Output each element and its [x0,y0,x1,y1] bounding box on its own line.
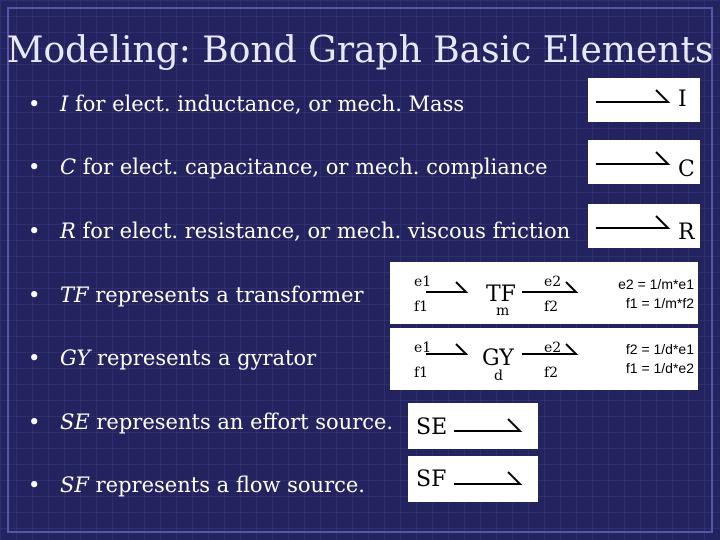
effort-out-label: e2 [544,340,562,356]
effort-in-label: e1 [414,340,432,356]
effort-out-label: e2 [544,274,562,290]
transformer-element-box: e1 f1 TF m e2 f2 e2 = 1/m*e1 f1 = 1/m*f2 [390,262,698,324]
bullet-text: represents a transformer [88,283,364,307]
modulus-label: m [496,303,510,319]
bullet-flow-source: •SF represents a flow source. [28,473,365,497]
element-label: TF [486,282,516,307]
bullet-symbol: I [60,92,69,116]
flow-out-label: f2 [544,299,559,315]
gyrator-element-box: e1 f1 GY d e2 f2 f2 = 1/d*e1 f1 = 1/d*e2 [390,328,698,390]
bullet-inertia: •I for elect. inductance, or mech. Mass [28,92,465,116]
equation-line: f2 = 1/d*e1 [625,341,694,357]
element-label: C [678,157,695,182]
resistance-element-box: R [588,204,700,248]
element-label: GY [482,346,514,371]
bullet-text: for elect. inductance, or mech. Mass [68,92,465,116]
bond-arrow-icon [454,471,523,485]
element-label: I [678,87,687,112]
flow-out-label: f2 [544,365,559,381]
bullet-capacitance: •C for elect. capacitance, or mech. comp… [28,155,548,179]
transformer-equations: e2 = 1/m*e1 f1 = 1/m*f2 [606,275,694,313]
flow-in-label: f1 [414,299,429,315]
bullet-symbol: C [60,155,77,179]
element-label: SF [416,467,447,492]
element-label: R [678,220,695,245]
bond-arrow-icon [454,418,523,432]
bullet-effort-source: •SE represents an effort source. [28,410,394,434]
bullet-symbol: SE [60,410,90,434]
inertia-element-box: I [588,78,700,122]
element-label: SE [416,415,448,440]
bullet-text: represents a flow source. [88,473,365,497]
capacitance-element-box: C [588,140,700,184]
effort-source-box: SE [408,403,538,449]
equation-line: f1 = 1/d*e2 [625,360,694,376]
flow-in-label: f1 [414,365,429,381]
bullet-text: for elect. capacitance, or mech. complia… [76,155,548,179]
bullet-symbol: TF [60,283,89,307]
flow-source-box: SF [408,456,538,502]
bond-arrows-icon [426,281,579,293]
effort-in-label: e1 [414,274,432,290]
bullet-transformer: •TF represents a transformer [28,283,364,307]
bond-arrow-icon [596,151,671,165]
bullet-symbol: GY [60,346,91,370]
bullet-resistance: •R for elect. resistance, or mech. visco… [28,219,571,243]
bond-arrows-icon [426,343,579,355]
slide-title: Modeling: Bond Graph Basic Elements [6,30,714,71]
bullet-text: represents an effort source. [89,410,394,434]
equation-line: f1 = 1/m*f2 [625,295,694,311]
bullet-symbol: R [60,219,76,243]
bullet-text: represents a gyrator [90,346,317,370]
bullet-gyrator: •GY represents a gyrator [28,346,317,370]
bond-arrow-icon [596,89,671,103]
modulus-label: d [494,368,503,384]
equation-line: e2 = 1/m*e1 [618,276,694,292]
bullet-symbol: SF [60,473,89,497]
bullet-text: for elect. resistance, or mech. viscous … [75,219,571,243]
gyrator-equations: f2 = 1/d*e1 f1 = 1/d*e2 [606,340,694,378]
bond-arrow-icon [596,215,671,229]
